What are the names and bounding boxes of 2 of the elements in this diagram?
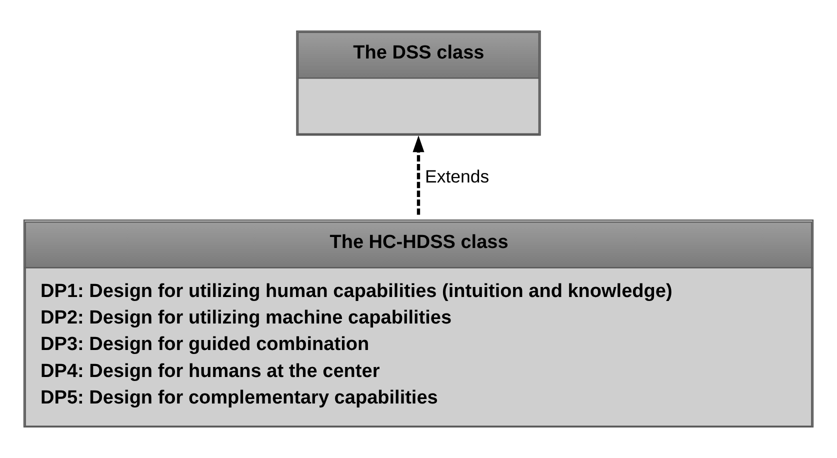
edge-label: Extends [425,166,490,186]
arrow [412,136,424,215]
